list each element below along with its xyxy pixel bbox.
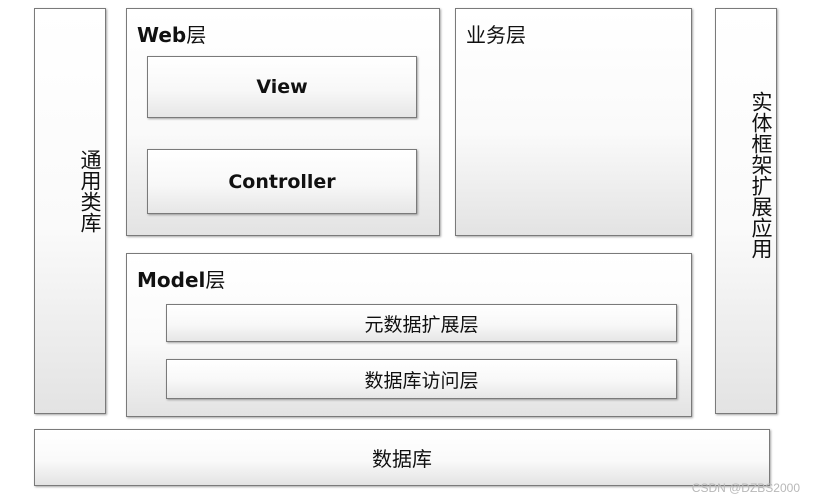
controller-label: Controller — [228, 170, 336, 193]
common-library-label: 通用类库 — [78, 149, 102, 233]
model-layer: Model层 元数据扩展层 数据库访问层 — [126, 253, 692, 417]
business-layer-title: 业务层 — [466, 23, 526, 47]
db-access-layer-label: 数据库访问层 — [364, 369, 479, 392]
business-layer: 业务层 — [455, 8, 692, 236]
entity-framework-ext-label: 实体框架扩展应用 — [749, 91, 773, 259]
database-label: 数据库 — [372, 447, 432, 471]
web-layer-title: Web层 — [137, 19, 206, 48]
database-layer: 数据库 — [34, 429, 770, 486]
view-label: View — [256, 76, 308, 98]
watermark: CSDN @DZBS2000 — [691, 481, 800, 495]
model-layer-title: Model层 — [137, 264, 225, 293]
view-box: View — [147, 56, 417, 118]
model-layer-title-prefix: Model — [137, 268, 206, 292]
entity-framework-ext-column: 实体框架扩展应用 — [715, 8, 777, 414]
web-layer-title-prefix: Web — [137, 23, 187, 47]
controller-box: Controller — [147, 149, 417, 214]
metadata-ext-layer-box: 元数据扩展层 — [166, 304, 677, 342]
model-layer-title-suffix: 层 — [205, 268, 226, 292]
db-access-layer-box: 数据库访问层 — [166, 359, 677, 399]
common-library-column: 通用类库 — [34, 8, 106, 414]
web-layer: Web层 View Controller — [126, 8, 440, 236]
web-layer-title-suffix: 层 — [186, 23, 207, 47]
metadata-ext-layer-label: 元数据扩展层 — [364, 313, 479, 336]
